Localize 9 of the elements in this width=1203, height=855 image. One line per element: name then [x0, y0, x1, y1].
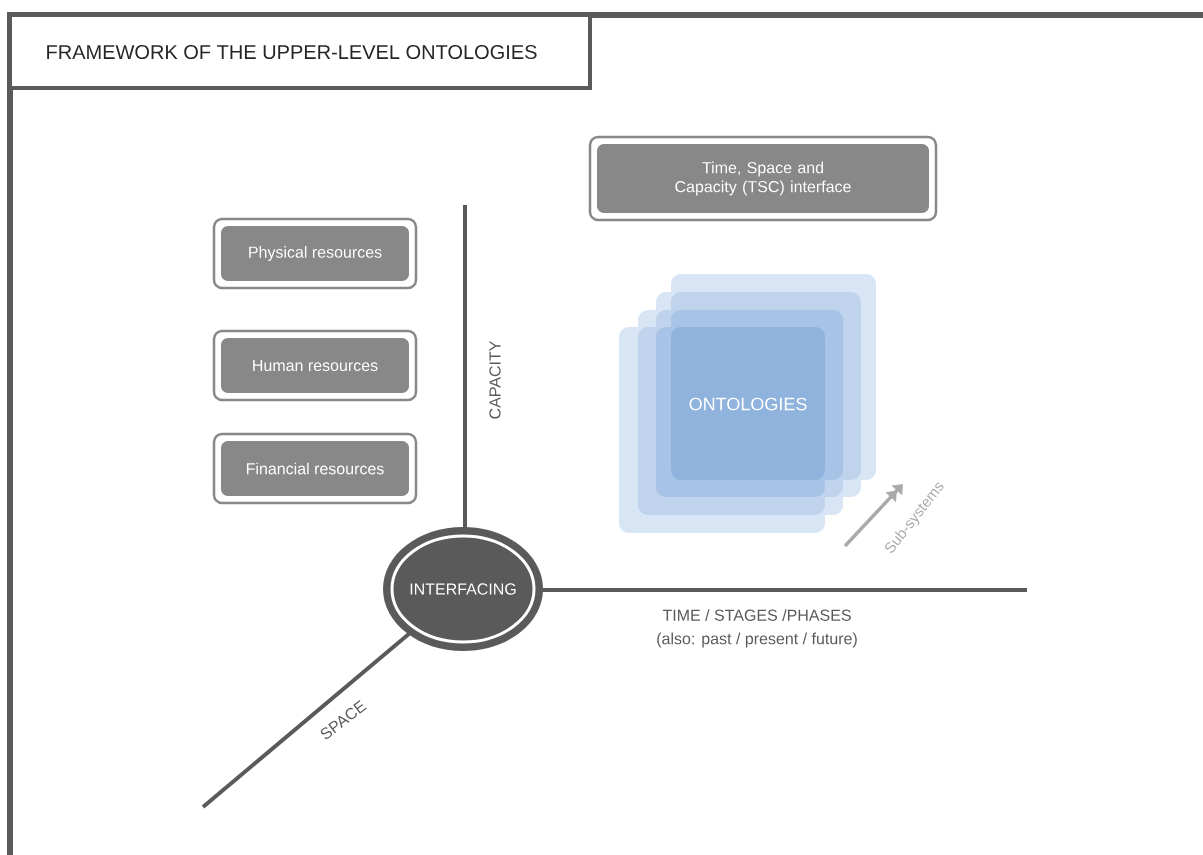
resource-box: Financial resources	[212, 432, 418, 505]
axis-note: (also: past / present / future)	[657, 632, 857, 648]
axis-label: TIME / STAGES /PHASES	[662, 609, 851, 621]
ontology-stack: ONTOLOGIES	[619, 274, 876, 533]
title-box: FRAMEWORK OF THE UPPER-LEVEL ONTOLOGIES	[8, 13, 592, 90]
resource-box: Human resources	[212, 329, 418, 402]
resource-box: Time, Space and Capacity (TSC) interface	[588, 135, 938, 222]
axis-label: CAPACITY	[489, 340, 501, 419]
resource-box: Physical resources	[212, 217, 418, 290]
